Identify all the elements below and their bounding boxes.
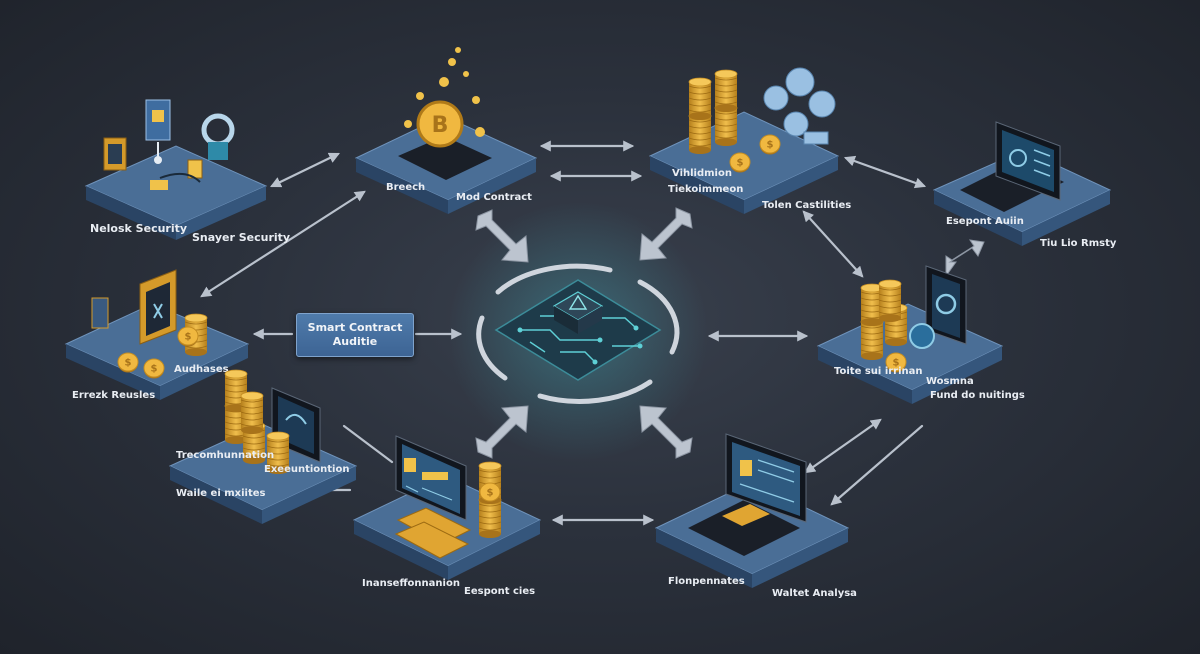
label-token-warning-2: Wosmna [926, 376, 974, 387]
node-endpoint-audit [932, 121, 1112, 246]
node-transaction [168, 369, 358, 524]
core-link-arrows [475, 207, 985, 459]
node-breach-contract: B [354, 47, 538, 214]
label-attack-revenue: Errezk Reusles [72, 390, 155, 401]
node-validation [648, 67, 840, 214]
center-node-line2: Auditie [332, 335, 378, 348]
node-wallet-analysis [654, 433, 850, 588]
node-integration [352, 435, 542, 580]
label-wallet-2: Waltet Analysa [772, 588, 857, 599]
label-audhases: Audhases [174, 364, 229, 375]
core-ring [476, 263, 680, 404]
label-transaction: Trecomhunnation [176, 450, 274, 461]
label-wallet-1: Flonpennates [668, 576, 745, 587]
label-endpoint-audit: Esepont Auiin [946, 216, 1024, 227]
label-mod-contract: Mod Contract [456, 192, 532, 203]
center-node-smart-contract-audit: Smart Contract Auditie [296, 313, 414, 357]
label-integration: Inanseffonnanion [362, 578, 460, 589]
connector-arrows [200, 140, 927, 526]
core-circuit-plate [494, 279, 662, 381]
label-network-security-2: Snayer Security [192, 231, 290, 244]
label-validation-2: Tiekoimmeon [668, 184, 743, 195]
center-node-line1: Smart Contract [307, 321, 403, 334]
label-token-warning-1: Toite sui irrinan [834, 366, 923, 377]
label-token-capabilities: Tolen Castilities [762, 200, 851, 211]
node-network-security [84, 99, 268, 240]
label-breach: Breech [386, 182, 425, 193]
label-tiu-lio: Tiu Lio Rmsty [1040, 238, 1117, 249]
label-validation-1: Vihlidmion [672, 168, 732, 179]
label-endpoint-cies: Eespont cies [464, 586, 535, 597]
label-waile: Waile ei mxiites [176, 488, 266, 499]
label-token-warning-3: Fund do nuitings [930, 390, 1025, 401]
node-token-warning [816, 265, 1004, 404]
label-network-security-1: Nelosk Security [90, 222, 187, 235]
svg-text:B: B [432, 113, 449, 138]
label-execution: Exeeuntiontion [264, 464, 349, 475]
node-attack-revenue [64, 269, 250, 400]
